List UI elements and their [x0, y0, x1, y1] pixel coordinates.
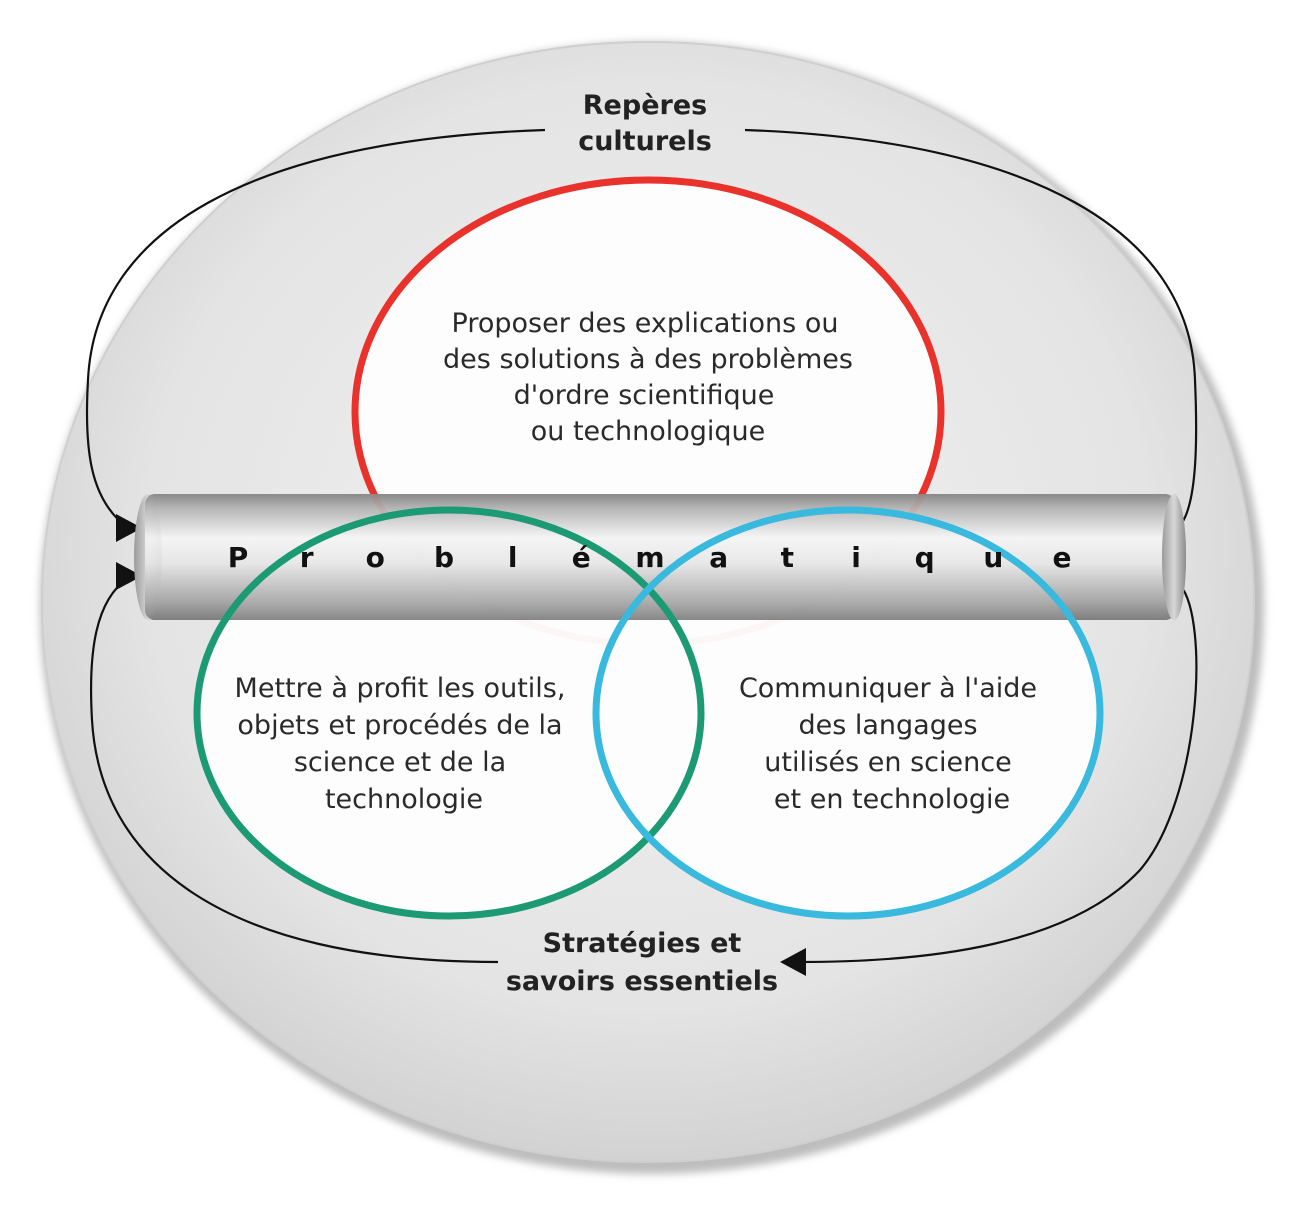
circle-top-line-1: Proposer des explications ou	[452, 308, 839, 339]
tube-letter: m	[635, 541, 664, 574]
circle-left-line-1: Mettre à profit les outils,	[235, 673, 566, 704]
label-bottom-line-1: Stratégies et	[543, 928, 742, 959]
circle-right-outline	[592, 506, 1104, 920]
tube-letter: o	[366, 541, 385, 574]
circle-left-line-3: science et de la	[294, 747, 506, 778]
circle-top-line-3: d'ordre scientifique	[514, 380, 775, 411]
tube-overlay	[145, 494, 1186, 620]
arrowhead-left-lower	[116, 562, 142, 590]
tube-letter: a	[709, 541, 728, 574]
circle-right-text: Communiquer à l'aide des langages utilis…	[739, 673, 1037, 815]
tube-letter: r	[300, 541, 314, 574]
arrowheads	[116, 514, 806, 976]
tube-letter: P	[228, 541, 249, 574]
circle-right-line-2: des langages	[798, 710, 977, 741]
label-reperes-culturels: Repères culturels	[578, 90, 712, 157]
arrowhead-bottom-right	[780, 948, 806, 976]
circle-top-text: Proposer des explications ou des solutio…	[443, 308, 853, 447]
tube-letter: i	[851, 541, 861, 574]
circle-right-line-1: Communiquer à l'aide	[739, 673, 1037, 704]
label-top-line-2: culturels	[578, 126, 712, 157]
arrowhead-left-upper	[116, 514, 142, 542]
arrow-bottom-right-curve	[799, 584, 1198, 964]
circle-top-line-2: des solutions à des problèmes	[443, 344, 853, 375]
circle-left-text: Mettre à profit les outils, objets et pr…	[235, 673, 566, 815]
cycle-arrows	[85, 128, 1198, 964]
circle-left-line-4: technologie	[325, 784, 483, 815]
label-top-line-1: Repères	[583, 90, 707, 121]
tube-letter: l	[508, 541, 518, 574]
tube-letter: b	[434, 541, 454, 574]
circle-top-line-4: ou technologique	[531, 416, 766, 447]
tube-letter: é	[572, 541, 591, 574]
circle-left-outline	[193, 506, 705, 920]
tube-letter: e	[1053, 541, 1072, 574]
arrow-bottom-left-curve	[89, 577, 499, 964]
circle-right-line-4: et en technologie	[774, 784, 1010, 815]
arrow-top-left-curve	[85, 128, 546, 529]
arrow-top-right-curve	[744, 128, 1198, 529]
label-strategies-savoirs: Stratégies et savoirs essentiels	[506, 928, 778, 997]
circle-left-line-2: objets et procédés de la	[237, 710, 562, 741]
circle-right-line-3: utilisés en science	[764, 747, 1011, 778]
tube-letter: u	[983, 541, 1003, 574]
label-bottom-line-2: savoirs essentiels	[506, 966, 778, 997]
tube-letter: q	[915, 541, 935, 574]
tube-letter: t	[781, 541, 794, 574]
